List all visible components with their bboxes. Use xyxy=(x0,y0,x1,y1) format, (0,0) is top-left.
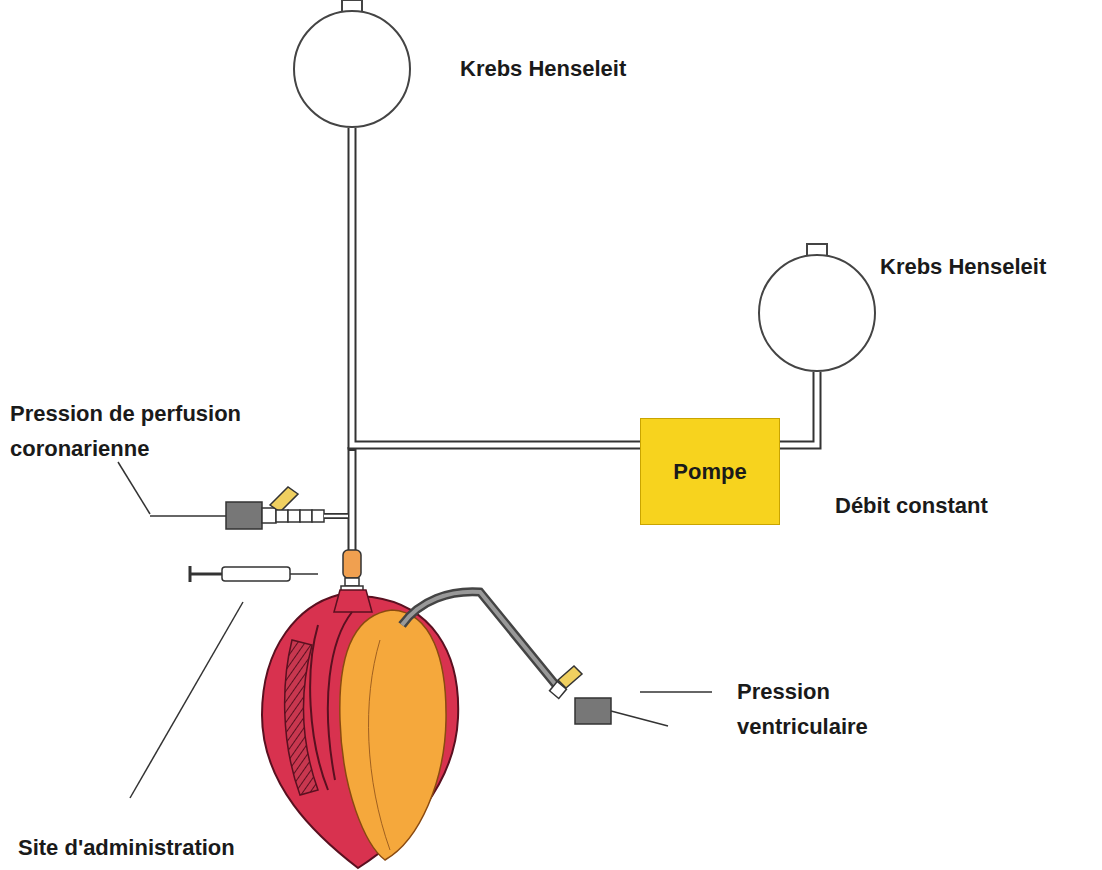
node-heading: Krebs Henseleit xyxy=(460,56,626,82)
node-text: Pompe xyxy=(673,454,746,489)
annotation-label: Débit constant xyxy=(835,488,988,523)
syringe xyxy=(190,566,318,582)
annotation-label: Pression ventriculaire xyxy=(737,674,957,744)
cannula xyxy=(341,550,363,592)
flask-outline xyxy=(757,244,877,372)
perfusion-tube xyxy=(352,447,353,556)
perfusion-tube xyxy=(780,372,817,445)
perfusion-tube xyxy=(352,128,640,445)
reservoir-flask: Krebs Henseleit xyxy=(292,0,412,128)
pump-box: Pompe xyxy=(640,418,780,525)
heart xyxy=(262,590,458,868)
annotation-label: Pression de perfusion coronarienne xyxy=(10,396,300,466)
ventricular-pressure-transducer xyxy=(402,592,668,726)
annotation-label: Site d'administration xyxy=(18,830,235,865)
flask-outline xyxy=(292,0,412,128)
reservoir-flask: Krebs Henseleit xyxy=(757,244,877,372)
leader-line xyxy=(118,462,712,798)
node-heading: Krebs Henseleit xyxy=(880,254,1046,280)
coronary-pressure-transducer xyxy=(150,487,348,529)
